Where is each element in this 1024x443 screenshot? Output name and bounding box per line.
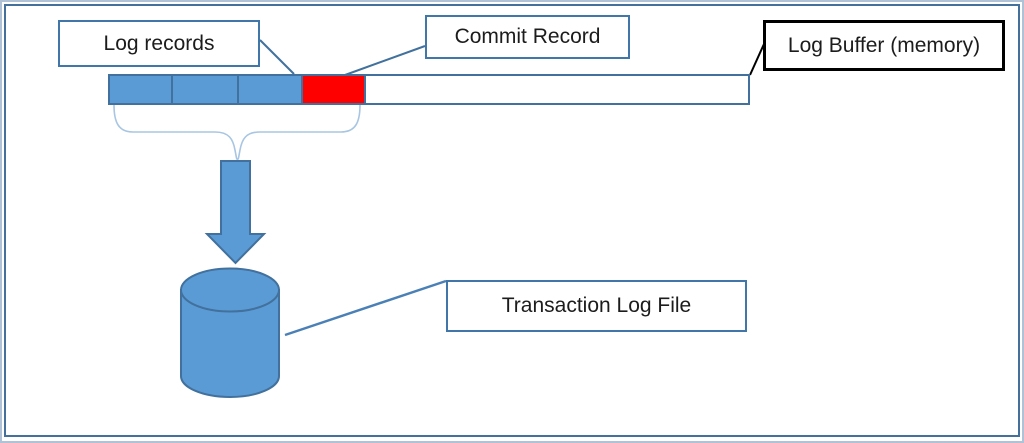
transaction-log-connector-line — [284, 279, 447, 337]
log-record-segment-2 — [173, 76, 239, 103]
commit-record-label: Commit Record — [454, 25, 601, 48]
commit-record-segment — [303, 76, 366, 103]
cylinder-top — [180, 267, 280, 313]
down-arrow-icon — [204, 160, 267, 265]
log-records-label: Log records — [103, 31, 215, 55]
cylinder-body — [180, 289, 280, 398]
log-records-callout-line — [259, 39, 295, 75]
log-records-label-box: Log records — [58, 20, 260, 67]
log-buffer-bar — [108, 74, 750, 105]
commit-record-callout-line — [344, 45, 426, 76]
free-space-segment — [366, 76, 748, 103]
transaction-log-file-label-box: Transaction Log File — [446, 280, 747, 332]
commit-record-label-box: Commit Record — [425, 15, 630, 59]
log-buffer-label: Log Buffer (memory) — [787, 33, 981, 57]
log-record-segment-3 — [239, 76, 303, 103]
log-buffer-label-box: Log Buffer (memory) — [763, 20, 1005, 71]
transaction-log-file-label: Transaction Log File — [501, 294, 692, 317]
curly-brace-icon — [113, 104, 361, 161]
log-record-segment-1 — [110, 76, 173, 103]
database-cylinder-icon — [180, 267, 280, 398]
log-buffer-callout-line — [749, 43, 765, 76]
